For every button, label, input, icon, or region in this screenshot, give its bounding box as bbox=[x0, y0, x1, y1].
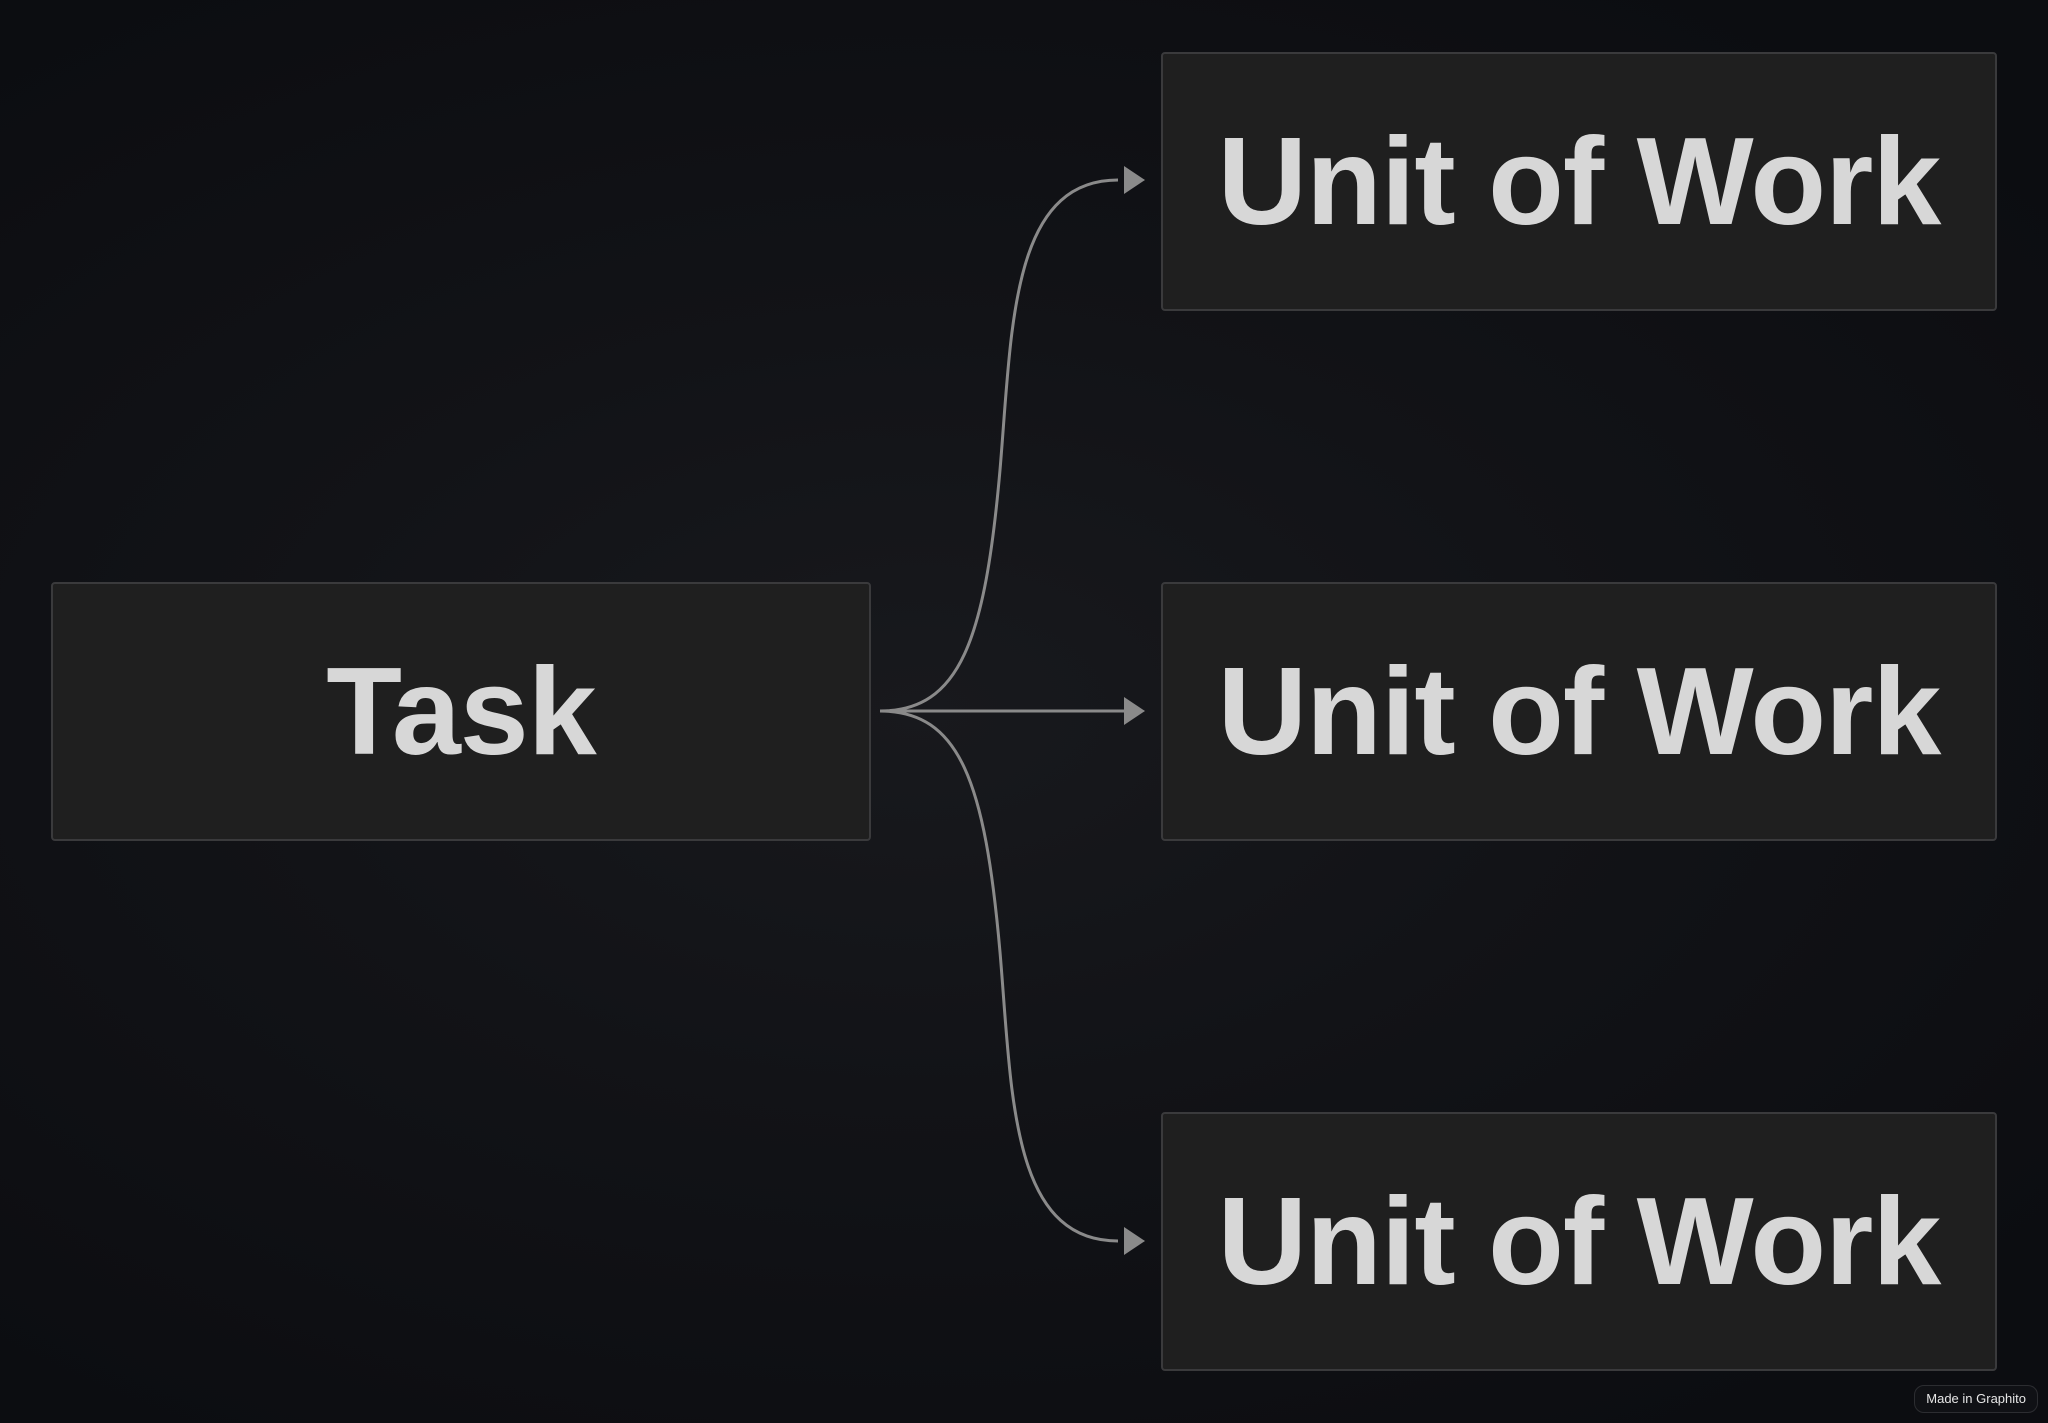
arrowhead-1 bbox=[1124, 166, 1145, 194]
unit-of-work-node-2-label: Unit of Work bbox=[1217, 642, 1942, 781]
unit-of-work-node-1[interactable]: Unit of Work bbox=[1161, 52, 1997, 311]
arrowhead-3 bbox=[1124, 1227, 1145, 1255]
unit-of-work-node-3[interactable]: Unit of Work bbox=[1161, 1112, 1997, 1371]
unit-of-work-node-2[interactable]: Unit of Work bbox=[1161, 582, 1997, 841]
edge-task-to-unit-of-work-1 bbox=[879, 178, 1119, 713]
made-in-graphito-badge[interactable]: Made in Graphito bbox=[1914, 1385, 2038, 1413]
arrowhead-2 bbox=[1124, 697, 1145, 725]
task-node[interactable]: Task bbox=[51, 582, 871, 841]
edge-task-to-unit-of-work-3 bbox=[879, 709, 1119, 1243]
unit-of-work-node-3-label: Unit of Work bbox=[1217, 1172, 1942, 1311]
task-node-label: Task bbox=[326, 642, 596, 781]
unit-of-work-node-1-label: Unit of Work bbox=[1217, 112, 1942, 251]
